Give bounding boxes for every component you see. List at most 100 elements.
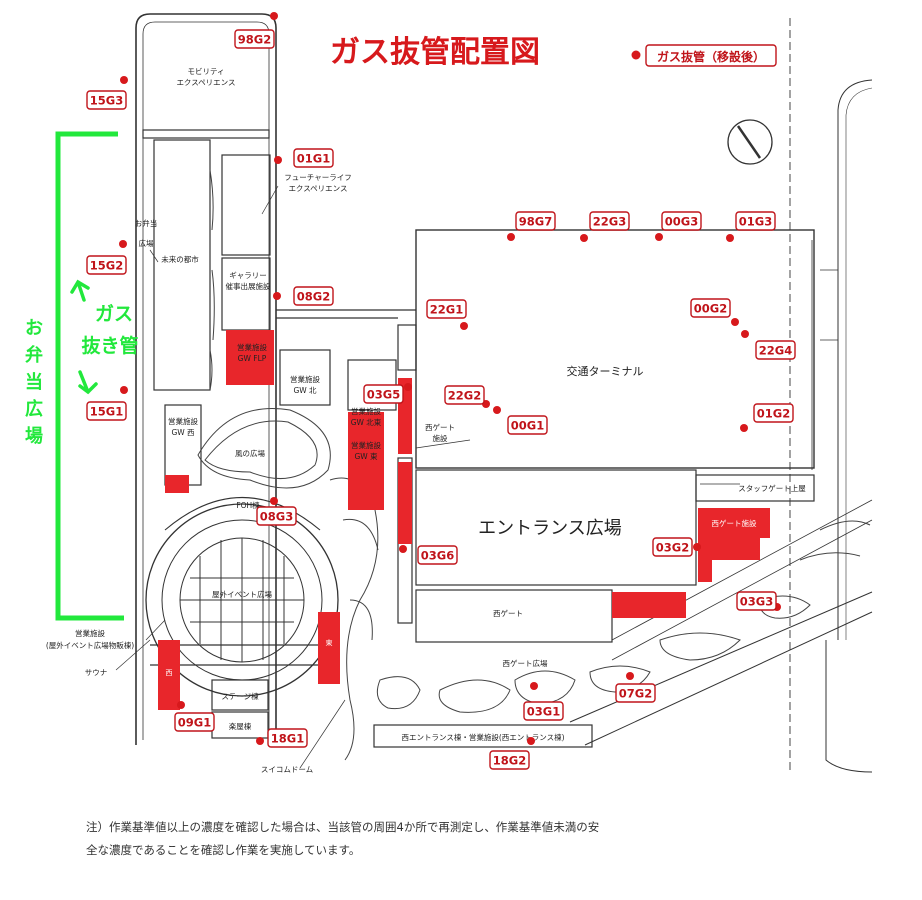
gas-pipe-15g3: 15G3 — [86, 76, 128, 110]
pipe-code-01g3: 01G3 — [739, 215, 772, 229]
pipe-code-00g1: 00G1 — [511, 419, 544, 433]
label-shop-east-1: 営業施設 — [351, 440, 381, 450]
pipe-label-box-18g1 — [267, 728, 308, 748]
pipe-code-07g2: 07G2 — [619, 687, 652, 701]
arrow-up-icon — [70, 279, 90, 302]
pipe-dot-98g2 — [270, 12, 278, 20]
pipe-code-08g3: 08G3 — [260, 510, 293, 524]
legend-label: ガス抜管（移設後） — [657, 49, 765, 64]
pipe-dot-98g7 — [507, 233, 515, 241]
label-shop-west-1: 営業施設 — [168, 416, 198, 426]
pipe-code-09g1: 09G1 — [178, 716, 211, 730]
facility-highlights — [158, 330, 770, 710]
shop-west-small-block — [165, 475, 189, 493]
label-terminal: 交通ターミナル — [567, 364, 644, 378]
pipe-label-box-01g3 — [735, 211, 776, 231]
gas-pipe-03g2: 03G2 — [652, 537, 701, 557]
pipe-label-box-15g1 — [86, 401, 127, 421]
gas-pipe-01g1: 01G1 — [274, 148, 334, 168]
label-shop-west-2: GW 西 — [171, 428, 195, 437]
label-sauna: サウナ — [85, 668, 108, 677]
gas-pipe-03g6: 03G6 — [399, 545, 458, 565]
west-gate-shop-block — [698, 508, 770, 538]
label-shop-flp-1: 営業施設 — [237, 342, 267, 352]
gas-pipe-22g3: 22G3 — [580, 211, 630, 242]
gas-pipe-98g7: 98G7 — [507, 211, 556, 241]
pipe-dot-03g5 — [404, 383, 412, 391]
label-west-gate-plaza: 西ゲート広場 — [503, 658, 548, 668]
gas-pipe-07g2: 07G2 — [615, 672, 656, 703]
label-gallery-2: 催事出展施設 — [226, 281, 271, 291]
label-shop-east-2: GW 東 — [354, 451, 378, 461]
label-shop-north-2: GW 北 — [293, 386, 317, 395]
label-future-1: フューチャーライフ — [284, 173, 351, 182]
pipe-code-01g1: 01G1 — [297, 152, 330, 166]
gas-pipe-03g3: 03G3 — [736, 591, 781, 611]
pipe-label-box-15g3 — [86, 90, 127, 110]
pipe-code-00g2: 00G2 — [694, 302, 727, 316]
gas-pipe-markers: 98G2 15G3 01G1 15G2 08G2 15G1 98G7 22G3 00G3 01G3… — [86, 12, 796, 770]
gas-pipe-18g2: 18G2 — [489, 737, 535, 770]
place-labels: モビリティ エクスペリエンス フューチャーライフ エクスペリエンス お弁当 広場… — [46, 67, 806, 774]
label-swim: スイコムドーム — [261, 765, 313, 774]
gas-pipe-00g1: 00G1 — [493, 406, 548, 435]
garden-contours — [197, 169, 871, 761]
pipe-dot-00g3 — [655, 233, 663, 241]
pipe-label-box-03g5 — [363, 384, 404, 404]
gas-pipe-18g1: 18G1 — [256, 728, 308, 748]
gas-pipe-00g2: 00G2 — [690, 298, 739, 326]
pipe-code-03g5: 03G5 — [367, 388, 400, 402]
pipe-code-15g2: 15G2 — [90, 259, 123, 273]
pipe-label-box-15g2 — [86, 255, 127, 275]
arrow-down-icon — [78, 370, 98, 395]
leader-lines — [115, 185, 740, 769]
pipe-dot-18g2 — [527, 737, 535, 745]
pipe-label-box-98g2 — [234, 29, 275, 49]
pipe-label-box-01g1 — [293, 148, 334, 168]
annotation-ba: 場 — [25, 426, 43, 447]
pipe-code-22g4: 22G4 — [759, 344, 792, 358]
gas-pipe-08g3: 08G3 — [256, 497, 297, 526]
gas-pipe-08g2: 08G2 — [273, 286, 334, 306]
pipe-dot-07g2 — [626, 672, 634, 680]
gas-pipe-15g1: 15G1 — [86, 386, 128, 421]
label-shop-north-1: 営業施設 — [290, 374, 320, 384]
gas-pipe-98g2: 98G2 — [234, 12, 278, 49]
gas-pipe-15g2: 15G2 — [86, 240, 127, 275]
note-line-1: 注）作業基準値以上の濃度を確認した場合は、当該管の周囲4か所で再測定し、作業基準… — [86, 820, 600, 834]
label-west-gate-fac-2: 施設 — [433, 433, 448, 443]
annotation-ben: 弁 — [25, 344, 43, 366]
in-labels: 東 西 — [166, 638, 333, 677]
west-gate-shop-block-2 — [698, 538, 760, 560]
label-mobility-2: エクスペリエンス — [176, 78, 235, 87]
gas-pipe-03g5: 03G5 — [363, 383, 412, 404]
pipe-code-98g2: 98G2 — [238, 33, 271, 47]
pipe-code-03g2: 03G2 — [656, 541, 689, 555]
gas-pipe-00g3: 00G3 — [655, 211, 702, 241]
pipe-label-box-22g2 — [444, 385, 485, 405]
label-kaze: 風の広場 — [235, 448, 265, 458]
label-west-gate: 西ゲート — [493, 609, 523, 618]
legend-marker — [631, 50, 641, 60]
pipe-code-22g2: 22G2 — [448, 389, 481, 403]
green-bracket — [55, 131, 124, 621]
label-event-plaza: 屋外イベント広場 — [212, 589, 272, 599]
pipe-label-box-08g3 — [256, 506, 297, 526]
pipe-dot-15g3 — [120, 76, 128, 84]
pipe-label-box-03g6 — [417, 545, 458, 565]
annotation-hiro: 広 — [25, 398, 43, 420]
pipe-code-08g2: 08G2 — [297, 290, 330, 304]
label-entrance: エントランス広場 — [478, 518, 622, 539]
legend-box — [645, 44, 777, 67]
label-event-shop-1: 営業施設 — [75, 628, 105, 638]
west-gate-block — [612, 592, 686, 618]
gas-pipe-09g1: 09G1 — [174, 701, 215, 732]
pipe-code-03g6: 03G6 — [421, 549, 454, 563]
pipe-code-15g1: 15G1 — [90, 405, 123, 419]
label-staff-gate: スタッフゲート上屋 — [738, 484, 806, 493]
pipe-label-box-08g2 — [293, 286, 334, 306]
pipe-code-22g1: 22G1 — [430, 303, 463, 317]
west-in-block — [158, 640, 180, 710]
pipe-label-box-18g2 — [489, 750, 530, 770]
